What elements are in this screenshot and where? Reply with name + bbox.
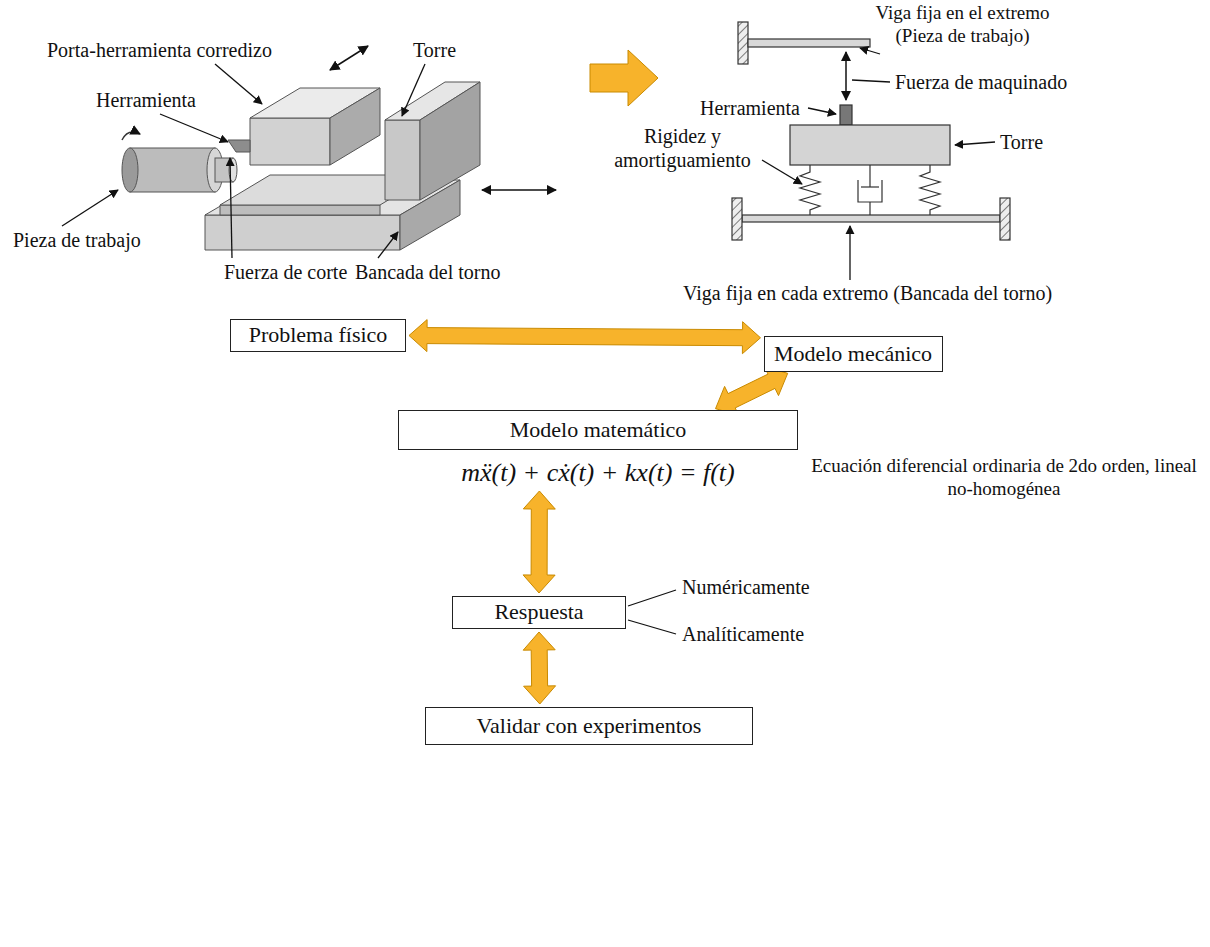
box-text: Modelo mecánico <box>774 342 932 366</box>
part-label: Porta-herramienta corredizo <box>47 38 272 62</box>
box-text: Modelo matemático <box>510 418 687 442</box>
part-label: Pieza de trabajo <box>13 228 141 252</box>
process-node: Validar con experimentos <box>425 707 753 745</box>
transition-arrow <box>590 50 658 106</box>
block-arrow <box>409 320 761 354</box>
part-label: Torre <box>413 38 456 62</box>
part-label: Herramienta <box>700 96 800 120</box>
part-label: Bancada del torno <box>355 260 501 284</box>
process-node: Modelo mecánico <box>764 336 943 372</box>
process-node: Modelo matemático mẍ(t) + cẋ(t) + kx(t) =… <box>393 410 803 488</box>
machining-force-arrow <box>845 52 847 100</box>
block-arrow <box>523 632 555 704</box>
part-label: Viga fija en el extremo (Pieza de trabaj… <box>855 2 1070 48</box>
part-label: Ecuación diferencial ordinaria de 2do or… <box>805 455 1203 501</box>
part-label: Herramienta <box>96 88 196 112</box>
mechanical-model <box>732 22 1010 240</box>
box-frame: Modelo mecánico <box>764 336 943 372</box>
box-text: Problema físico <box>249 323 388 347</box>
part-label: Fuerza de maquinado <box>895 70 1067 94</box>
box-frame: Modelo matemático <box>398 410 798 450</box>
bed-double-arrow <box>482 189 556 191</box>
slide-double-arrow <box>330 46 368 70</box>
box-frame: Validar con experimentos <box>425 707 753 745</box>
box-frame: Problema físico <box>230 319 406 352</box>
part-label: Viga fija en cada extremo (Bancada del t… <box>683 281 1052 305</box>
box-frame: Respuesta <box>452 596 626 629</box>
block-arrow <box>716 367 788 415</box>
block-arrow <box>523 491 555 593</box>
leader-lines <box>62 64 425 258</box>
process-node: Respuesta <box>452 596 626 629</box>
box-text: Respuesta <box>494 600 583 624</box>
part-label: Fuerza de corte <box>224 260 347 284</box>
part-label: Torre <box>1000 130 1043 154</box>
box-text: Validar con experimentos <box>477 714 702 738</box>
part-label: Analíticamente <box>682 622 804 646</box>
part-label: Rigidez y amortiguamiento <box>600 124 765 172</box>
process-node: Problema físico <box>230 319 406 352</box>
part-label: Numéricamente <box>682 575 810 599</box>
equation-text: mẍ(t) + cẋ(t) + kx(t) = f(t) <box>393 458 803 488</box>
